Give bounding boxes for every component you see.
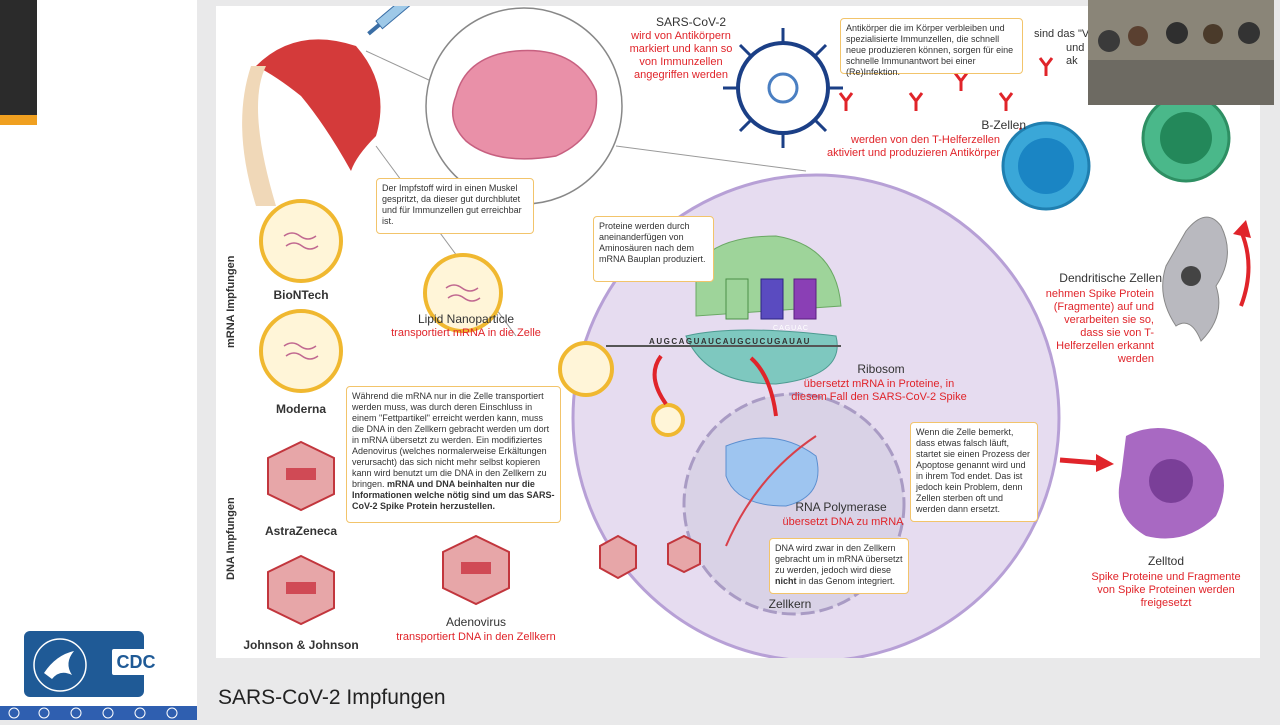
moderna-label: Moderna [275, 402, 326, 416]
hhs-eagle-icon [33, 638, 87, 692]
jj-label: Johnson & Johnson [243, 638, 359, 652]
adenovirus-desc: transportiert DNA in den Zellkern [396, 631, 556, 643]
polymerase-desc: übersetzt DNA zu mRNA [782, 516, 904, 528]
bcells-desc: werden von den T-Helferzellen aktiviert … [826, 134, 1000, 159]
lnp-biontech [259, 199, 343, 283]
transport-note-bold: mRNA und DNA beinhalten nur die Informat… [352, 479, 555, 511]
nucleus-note: DNA wird zwar in den Zellkern gebracht u… [769, 538, 909, 594]
polymerase-title: RNA Polymerase [795, 500, 887, 514]
shoulder-muscle [256, 39, 381, 172]
mrna-vaccines-label: mRNA Impfungen [225, 255, 237, 348]
toolbar-icons [8, 707, 178, 719]
syringe-icon [367, 6, 414, 36]
transport-note-text: Während die mRNA nur in die Zelle transp… [352, 391, 550, 489]
sars-desc: wird von Antikörpern markiert und kann s… [629, 30, 733, 81]
ribosome-small-subunit [685, 329, 838, 385]
ribosom-title: Ribosom [857, 362, 905, 376]
cdc-logo-text: CDC [112, 649, 160, 675]
zelltod-title: Zelltod [1147, 554, 1185, 568]
biontech-label: BioNTech [273, 288, 329, 302]
adenovirus-title: Adenovirus [445, 615, 507, 629]
diagram-artwork [242, 6, 1251, 658]
nucleus-note-text-a: DNA wird zwar in den Zellkern gebracht u… [775, 543, 903, 575]
dna-vaccines-label: DNA Impfungen [225, 497, 237, 580]
bcells-title: B-Zellen [981, 118, 1026, 132]
protein-note: Proteine werden durch aneinanderfügen vo… [593, 216, 714, 282]
sidebar-dark-block [0, 0, 37, 115]
player-toolbar[interactable] [0, 706, 197, 720]
zellkern-label: Zellkern [768, 597, 812, 611]
apoptosis-note: Wenn die Zelle bemerkt, dass etwas falsc… [910, 422, 1038, 522]
left-sidebar: CDC [0, 0, 197, 720]
sars-cov2-virus [723, 28, 843, 148]
nucleus-note-bold: nicht [775, 576, 797, 586]
sidebar-accent-bar [0, 115, 37, 125]
muscle-note: Der Impfstoff wird in einen Muskel gespr… [376, 178, 534, 234]
transport-note: Während die mRNA nur in die Zelle transp… [346, 386, 561, 523]
lnp-entering [558, 341, 614, 397]
dendritic-desc: nehmen Spike Protein (Fragmente) auf und… [1045, 288, 1154, 365]
antibody-note: Antikörper die im Körper verbleiben und … [840, 18, 1023, 77]
lnp-title: Lipid Nanoparticle [417, 312, 515, 326]
nucleus-note-text-b: in das Genom integriert. [796, 576, 896, 586]
zelltod-desc: Spike Proteine und Fragmente von Spike P… [1091, 571, 1241, 609]
dendritic-title: Dendritische Zellen [1059, 271, 1162, 285]
lnp-moderna [259, 309, 343, 393]
rna-polymerase [725, 437, 819, 507]
codon-sequence: CAGUAC [773, 325, 809, 332]
lnp-desc: transportiert mRNA in die Zelle [391, 327, 541, 339]
ribosom-desc: übersetzt mRNA in Proteine, in diesem Fa… [791, 378, 967, 403]
partial-text-2: und ak [1066, 42, 1085, 67]
slide-caption: SARS-CoV-2 Impfungen [218, 686, 446, 709]
lnp-inside [651, 403, 685, 437]
mrna-sequence: AUGCAGUAUCAUGCUCUGAUAU [649, 337, 811, 346]
partial-text-1: sind das "V [1034, 28, 1090, 40]
lnp-main [423, 253, 503, 333]
diagram-slide: AUGCAGUAUCAUGCUCUGAUAU CAGUAC SARS-CoV-2… [216, 6, 1260, 658]
astrazeneca-label: AstraZeneca [264, 524, 338, 538]
cdc-logo: CDC [24, 631, 160, 697]
webcam-overlay [1088, 0, 1274, 105]
sars-title: SARS-CoV-2 [655, 15, 727, 29]
